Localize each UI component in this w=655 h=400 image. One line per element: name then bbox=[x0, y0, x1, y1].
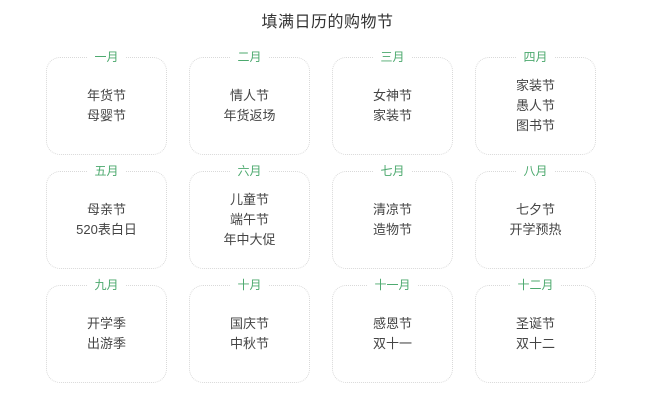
event-item: 中秋节 bbox=[229, 336, 269, 351]
month-card[interactable]: 六月儿童节端午节年中大促 bbox=[189, 163, 310, 269]
calendar-grid: 一月年货节母婴节二月情人节年货返场三月女神节家装节四月家装节愚人节图书节五月母亲… bbox=[46, 49, 597, 383]
event-item: 造物节 bbox=[372, 222, 412, 237]
event-item: 情人节 bbox=[229, 88, 269, 103]
event-item: 圣诞节 bbox=[515, 316, 555, 331]
month-label: 十一月 bbox=[367, 277, 418, 294]
event-item: 愚人节 bbox=[515, 98, 555, 113]
month-card[interactable]: 九月开学季出游季 bbox=[46, 277, 167, 383]
month-card[interactable]: 三月女神节家装节 bbox=[332, 49, 453, 155]
event-list: 年货节母婴节 bbox=[47, 86, 166, 126]
event-item: 家装节 bbox=[372, 108, 412, 123]
month-card[interactable]: 十一月感恩节双十一 bbox=[332, 277, 453, 383]
month-label: 四月 bbox=[516, 49, 555, 66]
event-item: 七夕节 bbox=[515, 202, 555, 217]
event-item: 双十一 bbox=[372, 336, 412, 351]
event-item: 开学季 bbox=[86, 316, 126, 331]
event-item: 女神节 bbox=[372, 88, 412, 103]
month-card[interactable]: 五月母亲节 520表白日 bbox=[46, 163, 167, 269]
event-list: 国庆节中秋节 bbox=[190, 314, 309, 354]
month-label: 一月 bbox=[87, 49, 126, 66]
month-card[interactable]: 七月清凉节造物节 bbox=[332, 163, 453, 269]
event-item: 图书节 bbox=[515, 118, 555, 133]
event-item: 520表白日 bbox=[76, 222, 137, 237]
month-card[interactable]: 二月情人节年货返场 bbox=[189, 49, 310, 155]
event-item: 端午节 bbox=[229, 212, 269, 227]
event-item: 感恩节 bbox=[372, 316, 412, 331]
month-card[interactable]: 十二月圣诞节双十二 bbox=[475, 277, 596, 383]
event-list: 母亲节 520表白日 bbox=[47, 200, 166, 240]
event-list: 清凉节造物节 bbox=[333, 200, 452, 240]
month-label: 八月 bbox=[516, 163, 555, 180]
month-label: 三月 bbox=[373, 49, 412, 66]
month-label: 六月 bbox=[230, 163, 269, 180]
event-item: 年货节 bbox=[86, 88, 126, 103]
event-item: 国庆节 bbox=[229, 316, 269, 331]
event-item: 开学预热 bbox=[509, 222, 562, 237]
event-list: 女神节家装节 bbox=[333, 86, 452, 126]
event-list: 儿童节端午节年中大促 bbox=[190, 190, 309, 250]
month-card[interactable]: 一月年货节母婴节 bbox=[46, 49, 167, 155]
event-item: 清凉节 bbox=[372, 202, 412, 217]
event-list: 情人节年货返场 bbox=[190, 86, 309, 126]
event-item: 年中大促 bbox=[223, 232, 276, 247]
event-list: 家装节愚人节图书节 bbox=[476, 76, 595, 136]
month-label: 二月 bbox=[230, 49, 269, 66]
month-label: 七月 bbox=[373, 163, 412, 180]
month-card[interactable]: 十月国庆节中秋节 bbox=[189, 277, 310, 383]
event-item: 家装节 bbox=[515, 78, 555, 93]
event-item: 双十二 bbox=[515, 336, 555, 351]
event-item: 母亲节 bbox=[86, 202, 126, 217]
month-label: 十月 bbox=[230, 277, 269, 294]
page-title: 填满日历的购物节 bbox=[261, 14, 394, 31]
event-item: 母婴节 bbox=[86, 108, 126, 123]
event-list: 开学季出游季 bbox=[47, 314, 166, 354]
event-list: 感恩节双十一 bbox=[333, 314, 452, 354]
month-label: 五月 bbox=[87, 163, 126, 180]
month-card[interactable]: 八月七夕节开学预热 bbox=[475, 163, 596, 269]
month-label: 九月 bbox=[87, 277, 126, 294]
event-item: 儿童节 bbox=[229, 192, 269, 207]
event-list: 圣诞节双十二 bbox=[476, 314, 595, 354]
event-list: 七夕节开学预热 bbox=[476, 200, 595, 240]
month-card[interactable]: 四月家装节愚人节图书节 bbox=[475, 49, 596, 155]
event-item: 年货返场 bbox=[223, 108, 276, 123]
event-item: 出游季 bbox=[86, 336, 126, 351]
month-label: 十二月 bbox=[510, 277, 561, 294]
